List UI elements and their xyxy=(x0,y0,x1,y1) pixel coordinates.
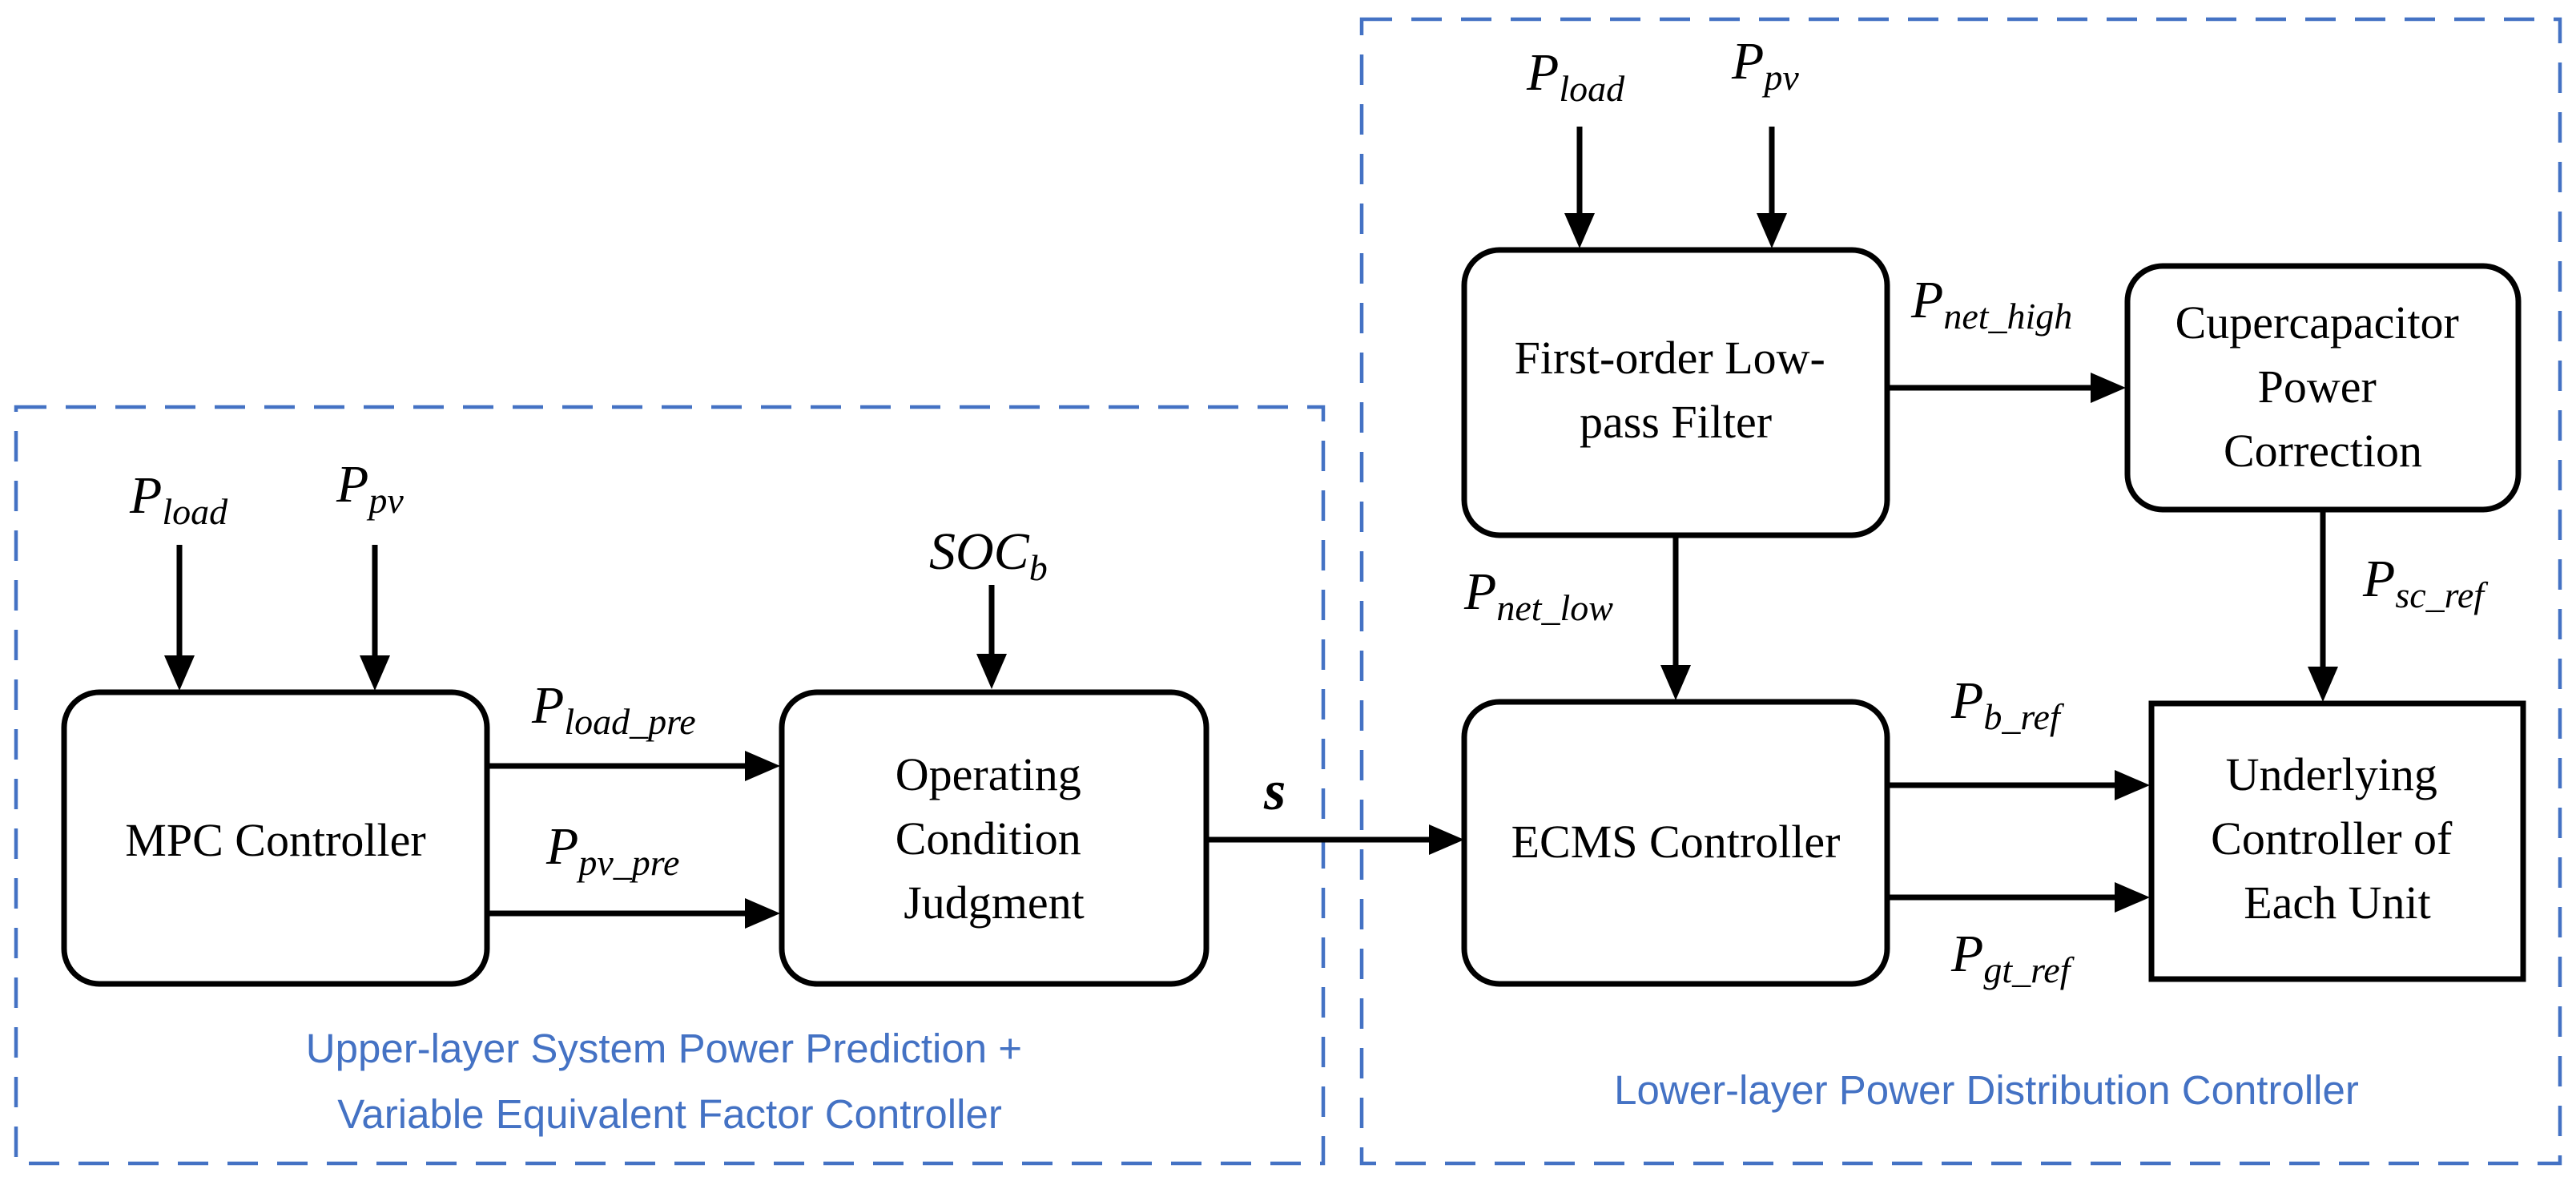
p-net-low-label: Pnet_low xyxy=(1463,562,1613,628)
p-net-high-label: Pnet_high xyxy=(1910,271,2072,337)
supercapacitor-power-correction-label: Cupercapacitor Power Correction xyxy=(2176,296,2471,477)
lower-layer-caption: Lower-layer Power Distribution Controlle… xyxy=(1614,1067,2359,1113)
lower-caption-line-1: Lower-layer Power Distribution Controlle… xyxy=(1614,1067,2359,1113)
p-pv-arrowhead-upper xyxy=(360,655,390,691)
operating-condition-judgment-block xyxy=(779,689,1210,987)
p-pv-arrowhead-lower xyxy=(1757,213,1787,248)
p-pv-label-upper: Ppv xyxy=(336,455,404,521)
p-pv-pre-arrowhead xyxy=(745,898,780,929)
p-sc-ref-label: Psc_ref xyxy=(2362,550,2489,615)
p-net-high-arrowhead xyxy=(2091,373,2126,403)
p-load-label-lower: Pload xyxy=(1526,43,1625,109)
p-load-label-upper: Pload xyxy=(129,466,228,532)
p-gt-ref-arrowhead xyxy=(2115,882,2150,913)
upper-caption-line-2: Variable Equivalent Factor Controller xyxy=(337,1091,1002,1137)
underlying-controller-label: Underlying Controller of Each Unit xyxy=(2211,748,2464,929)
mpc-controller-label: MPC Controller xyxy=(125,814,425,866)
p-load-pre-arrowhead xyxy=(745,751,780,781)
ecms-controller-label: ECMS Controller xyxy=(1511,816,1841,868)
p-gt-ref-label: Pgt_ref xyxy=(1950,925,2075,990)
s-signal-label: s xyxy=(1263,760,1286,822)
soc-b-arrowhead xyxy=(976,654,1007,689)
operating-condition-judgment-label: Operating Condition Judgment xyxy=(896,748,1093,929)
p-load-pre-label: Pload_pre xyxy=(531,676,696,742)
upper-layer-frame xyxy=(14,405,1326,1166)
soc-b-label: SOCb xyxy=(929,522,1048,588)
supercapacitor-power-correction-block xyxy=(2124,263,2522,513)
p-pv-pre-label: Ppv_pre xyxy=(545,817,679,883)
low-pass-filter-label: First-order Low- pass Filter xyxy=(1515,332,1837,448)
upper-layer-caption: Upper-layer System Power Prediction + Va… xyxy=(306,1026,1033,1137)
p-pv-label-lower: Ppv xyxy=(1731,32,1799,98)
p-sc-ref-arrowhead xyxy=(2308,667,2338,702)
low-pass-filter-block xyxy=(1461,247,1890,538)
mpc-controller-block xyxy=(61,689,490,987)
p-b-ref-label: Pb_ref xyxy=(1950,671,2065,737)
lower-layer-frame xyxy=(1359,17,2562,1166)
p-load-arrowhead-lower xyxy=(1564,213,1595,248)
s-signal-arrowhead xyxy=(1429,824,1464,855)
p-load-arrowhead-upper xyxy=(164,655,195,691)
underlying-controller-block xyxy=(2148,700,2526,982)
upper-caption-line-1: Upper-layer System Power Prediction + xyxy=(306,1026,1022,1071)
p-b-ref-arrowhead xyxy=(2115,770,2150,800)
p-net-low-arrowhead xyxy=(1660,665,1691,700)
ecms-controller-block xyxy=(1461,699,1890,987)
